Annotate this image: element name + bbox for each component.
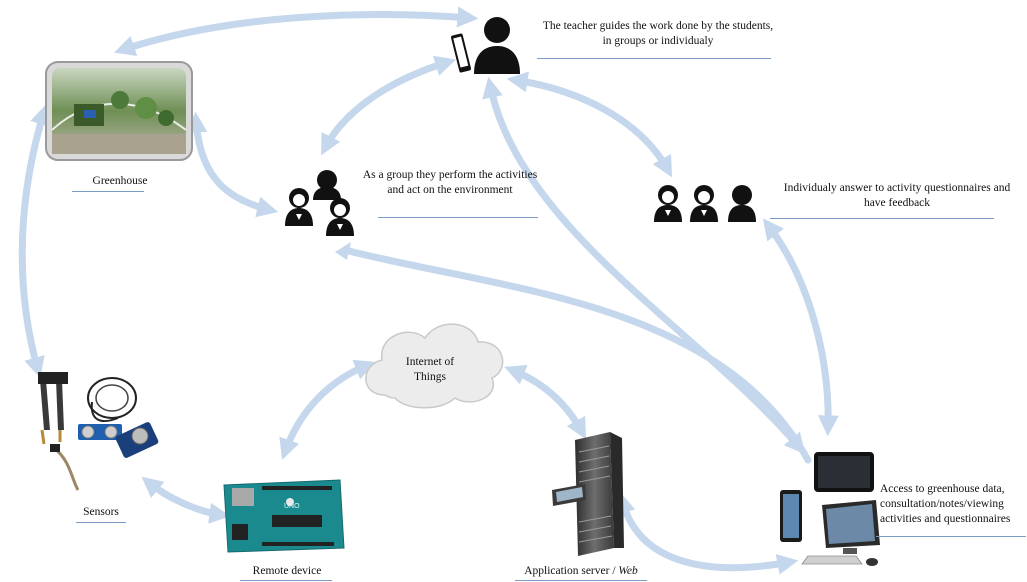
application-server-text: Application server / [524, 565, 619, 577]
arrow-greenhouse-sensors [18, 103, 51, 379]
arrow-server-computer [614, 491, 799, 575]
teacher-with-tablet-icon [451, 17, 520, 74]
teacher-label-underline [537, 58, 771, 59]
group-label-underline [378, 217, 538, 218]
teacher-label: The teacher guides the work done by the … [542, 20, 774, 47]
sensors-label-underline [76, 522, 126, 523]
connector-arrows [18, 6, 839, 575]
three-students-icon [654, 185, 756, 222]
arrow-sensors-remote [141, 476, 231, 524]
application-server-label-underline [515, 580, 647, 581]
group-label: As a group they perform the activities a… [362, 169, 538, 196]
arrow-teacher-group [321, 55, 457, 156]
student-group-icon [285, 170, 354, 236]
arrow-cloud-server [504, 364, 587, 440]
arrow-teacher-individual [506, 71, 673, 178]
access-label-underline [876, 536, 1026, 537]
application-server-web: Web [618, 565, 638, 577]
access-label: Access to greenhouse data, consultation/… [880, 483, 1011, 525]
svg-text:UNO: UNO [284, 503, 300, 510]
server-rack-icon [552, 432, 624, 556]
application-server-label: Application server / Web [506, 564, 656, 579]
arrow-greenhouse-group [186, 111, 279, 218]
sensors-label: Sensors [83, 506, 119, 518]
cloud-icon [365, 323, 504, 409]
arrow-greenhouse-teacher [114, 6, 479, 56]
greenhouse-photo [45, 61, 193, 161]
iot-label: Internet of Things [405, 356, 455, 383]
greenhouse-label: Greenhouse [92, 175, 148, 187]
computer-tablet-devices-icon [780, 452, 880, 566]
arrow-individual-computer [762, 218, 839, 437]
individual-label-underline [770, 218, 994, 219]
greenhouse-label-underline [72, 191, 144, 192]
arrow-remote-cloud [279, 359, 376, 460]
individual-label: Individualy answer to activity questionn… [783, 182, 1011, 209]
arrow-teacher-computer [482, 76, 806, 455]
sensors-photo [38, 372, 159, 491]
remote-device-label-underline [240, 580, 332, 581]
arduino-board-photo: UNO [223, 479, 345, 553]
arrow-head-group [335, 242, 351, 260]
remote-device-label: Remote device [252, 565, 322, 577]
